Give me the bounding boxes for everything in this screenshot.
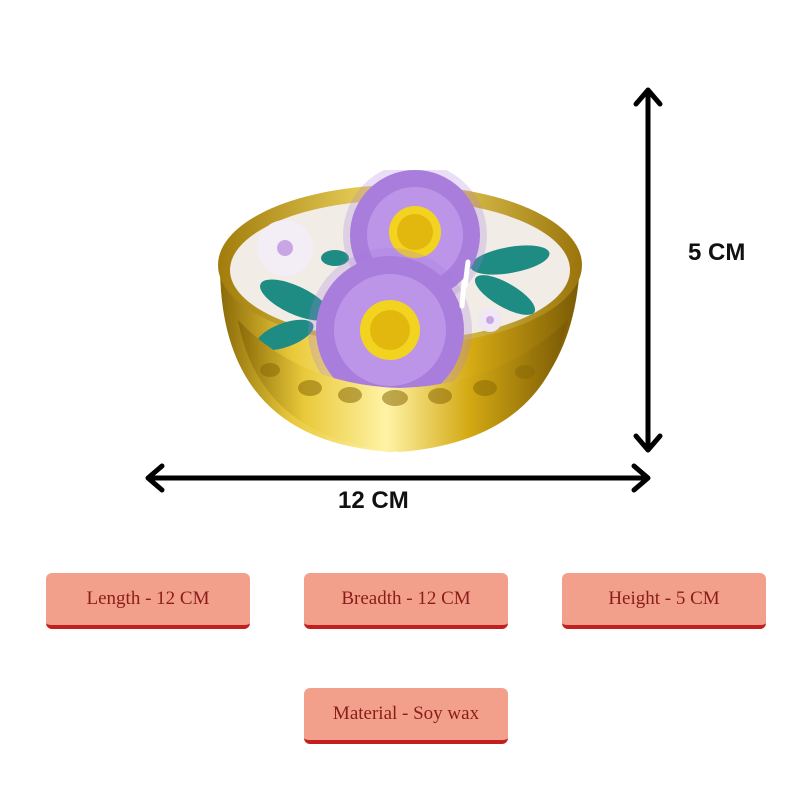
- width-arrow: [145, 463, 651, 493]
- length-spec-badge: Length - 12 CM: [46, 573, 250, 629]
- height-arrow: [633, 87, 663, 453]
- height-dimension-label: 5 CM: [688, 239, 746, 266]
- leaves: [256, 245, 550, 351]
- wicks: [459, 259, 471, 309]
- product-image: [218, 170, 582, 452]
- material-spec-badge: Material - Soy wax: [304, 688, 508, 744]
- height-spec-badge: Height - 5 CM: [562, 573, 766, 629]
- big-flower-bottom: [308, 248, 472, 412]
- width-dimension-label: 12 CM: [338, 487, 409, 514]
- breadth-spec-badge: Breadth - 12 CM: [304, 573, 508, 629]
- bowl-front: [238, 320, 568, 452]
- hammered-dots: [260, 363, 535, 406]
